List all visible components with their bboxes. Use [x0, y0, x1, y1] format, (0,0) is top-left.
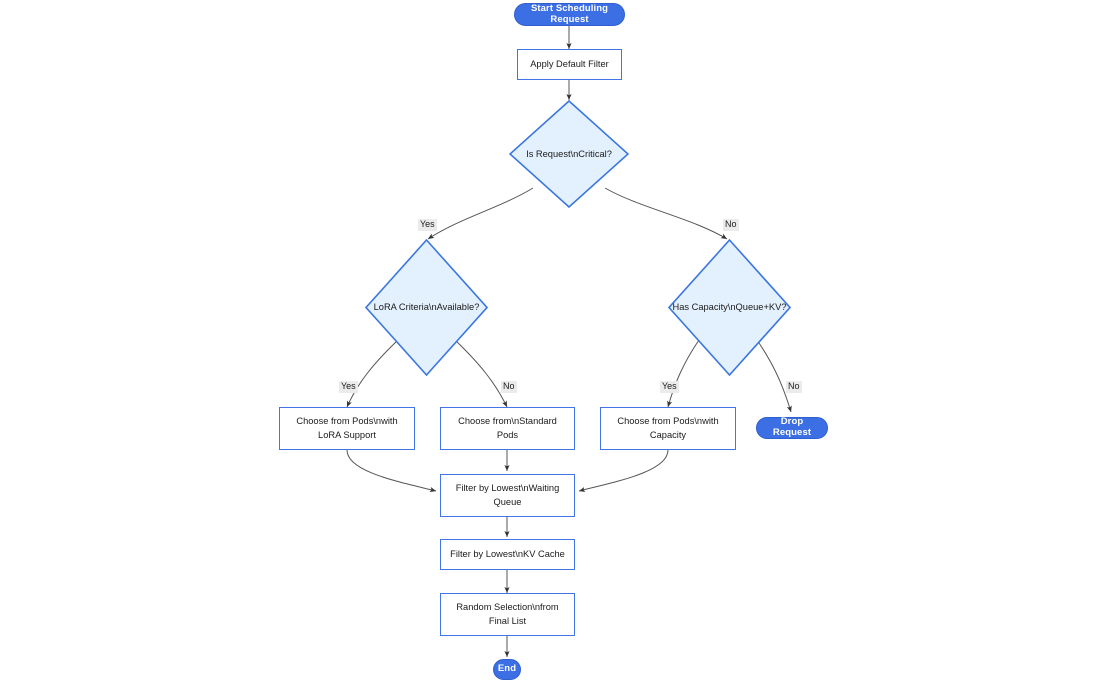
node-filter-waiting-queue-line1: Filter by Lowest\nWaiting: [455, 483, 560, 494]
node-has-capacity-label: Has Capacity\nQueue+KV?: [672, 302, 787, 313]
edge-lora-no: [454, 339, 508, 408]
edge-label-critical-no: No: [723, 219, 739, 231]
node-choose-lora-pods-line2: LoRA Support: [318, 429, 376, 440]
edge-critical-no: [604, 187, 728, 240]
edge-lora-yes: [346, 339, 399, 408]
node-choose-standard-pods-line1: Choose from\nStandard: [458, 416, 557, 427]
edge-capacity-no: [756, 339, 792, 413]
node-choose-standard-pods[interactable]: Choose from\nStandard Pods: [440, 407, 575, 450]
edge-capacity-yes: [667, 339, 700, 408]
node-filter-waiting-queue-line2: Queue: [493, 496, 522, 507]
node-choose-capacity-pods[interactable]: Choose from Pods\nwith Capacity: [600, 407, 736, 450]
edge-capacity-pods-to-filter: [578, 449, 669, 493]
node-filter-kv-cache[interactable]: Filter by Lowest\nKV Cache: [440, 539, 575, 570]
edge-label-capacity-no: No: [786, 381, 802, 393]
edge-lora-pods-to-filter: [346, 449, 437, 493]
node-end[interactable]: End: [493, 659, 521, 680]
node-apply-default-filter-label: Apply Default Filter: [530, 58, 609, 69]
node-has-capacity[interactable]: Has Capacity\nQueue+KV?: [668, 239, 791, 376]
node-choose-capacity-pods-line2: Capacity: [649, 429, 687, 440]
diamond-shape-capacity: [668, 239, 791, 376]
node-drop-request[interactable]: Drop Request: [756, 416, 828, 439]
node-end-label: End: [497, 663, 517, 675]
node-choose-lora-pods[interactable]: Choose from Pods\nwith LoRA Support: [279, 407, 415, 450]
node-random-selection-line2: Final List: [488, 615, 527, 626]
node-lora-criteria-available[interactable]: LoRA Criteria\nAvailable?: [365, 239, 488, 376]
edge-label-lora-no: No: [501, 381, 517, 393]
node-start[interactable]: Start Scheduling Request: [514, 3, 625, 26]
diamond-shape-critical: [509, 100, 629, 208]
node-is-request-critical-label: Is Request\nCritical?: [526, 148, 612, 159]
diamond-shape-lora: [365, 239, 488, 376]
edge-critical-yes: [427, 187, 534, 240]
edge-label-capacity-yes: Yes: [660, 381, 679, 393]
node-choose-lora-pods-line1: Choose from Pods\nwith: [296, 416, 398, 427]
node-is-request-critical[interactable]: Is Request\nCritical?: [509, 100, 629, 208]
node-drop-request-label: Drop Request: [772, 416, 812, 438]
edge-label-critical-yes: Yes: [418, 219, 437, 231]
node-choose-capacity-pods-line1: Choose from Pods\nwith: [617, 416, 719, 427]
node-random-selection-line1: Random Selection\nfrom: [456, 602, 559, 613]
node-start-label: Start Scheduling Request: [530, 2, 609, 25]
node-choose-standard-pods-line2: Pods: [496, 429, 519, 440]
edge-label-lora-yes: Yes: [339, 381, 358, 393]
node-filter-kv-cache-label: Filter by Lowest\nKV Cache: [450, 548, 565, 559]
node-lora-criteria-available-label: LoRA Criteria\nAvailable?: [373, 302, 480, 313]
node-apply-default-filter[interactable]: Apply Default Filter: [517, 49, 622, 80]
node-random-selection[interactable]: Random Selection\nfrom Final List: [440, 593, 575, 636]
node-filter-waiting-queue[interactable]: Filter by Lowest\nWaiting Queue: [440, 474, 575, 517]
